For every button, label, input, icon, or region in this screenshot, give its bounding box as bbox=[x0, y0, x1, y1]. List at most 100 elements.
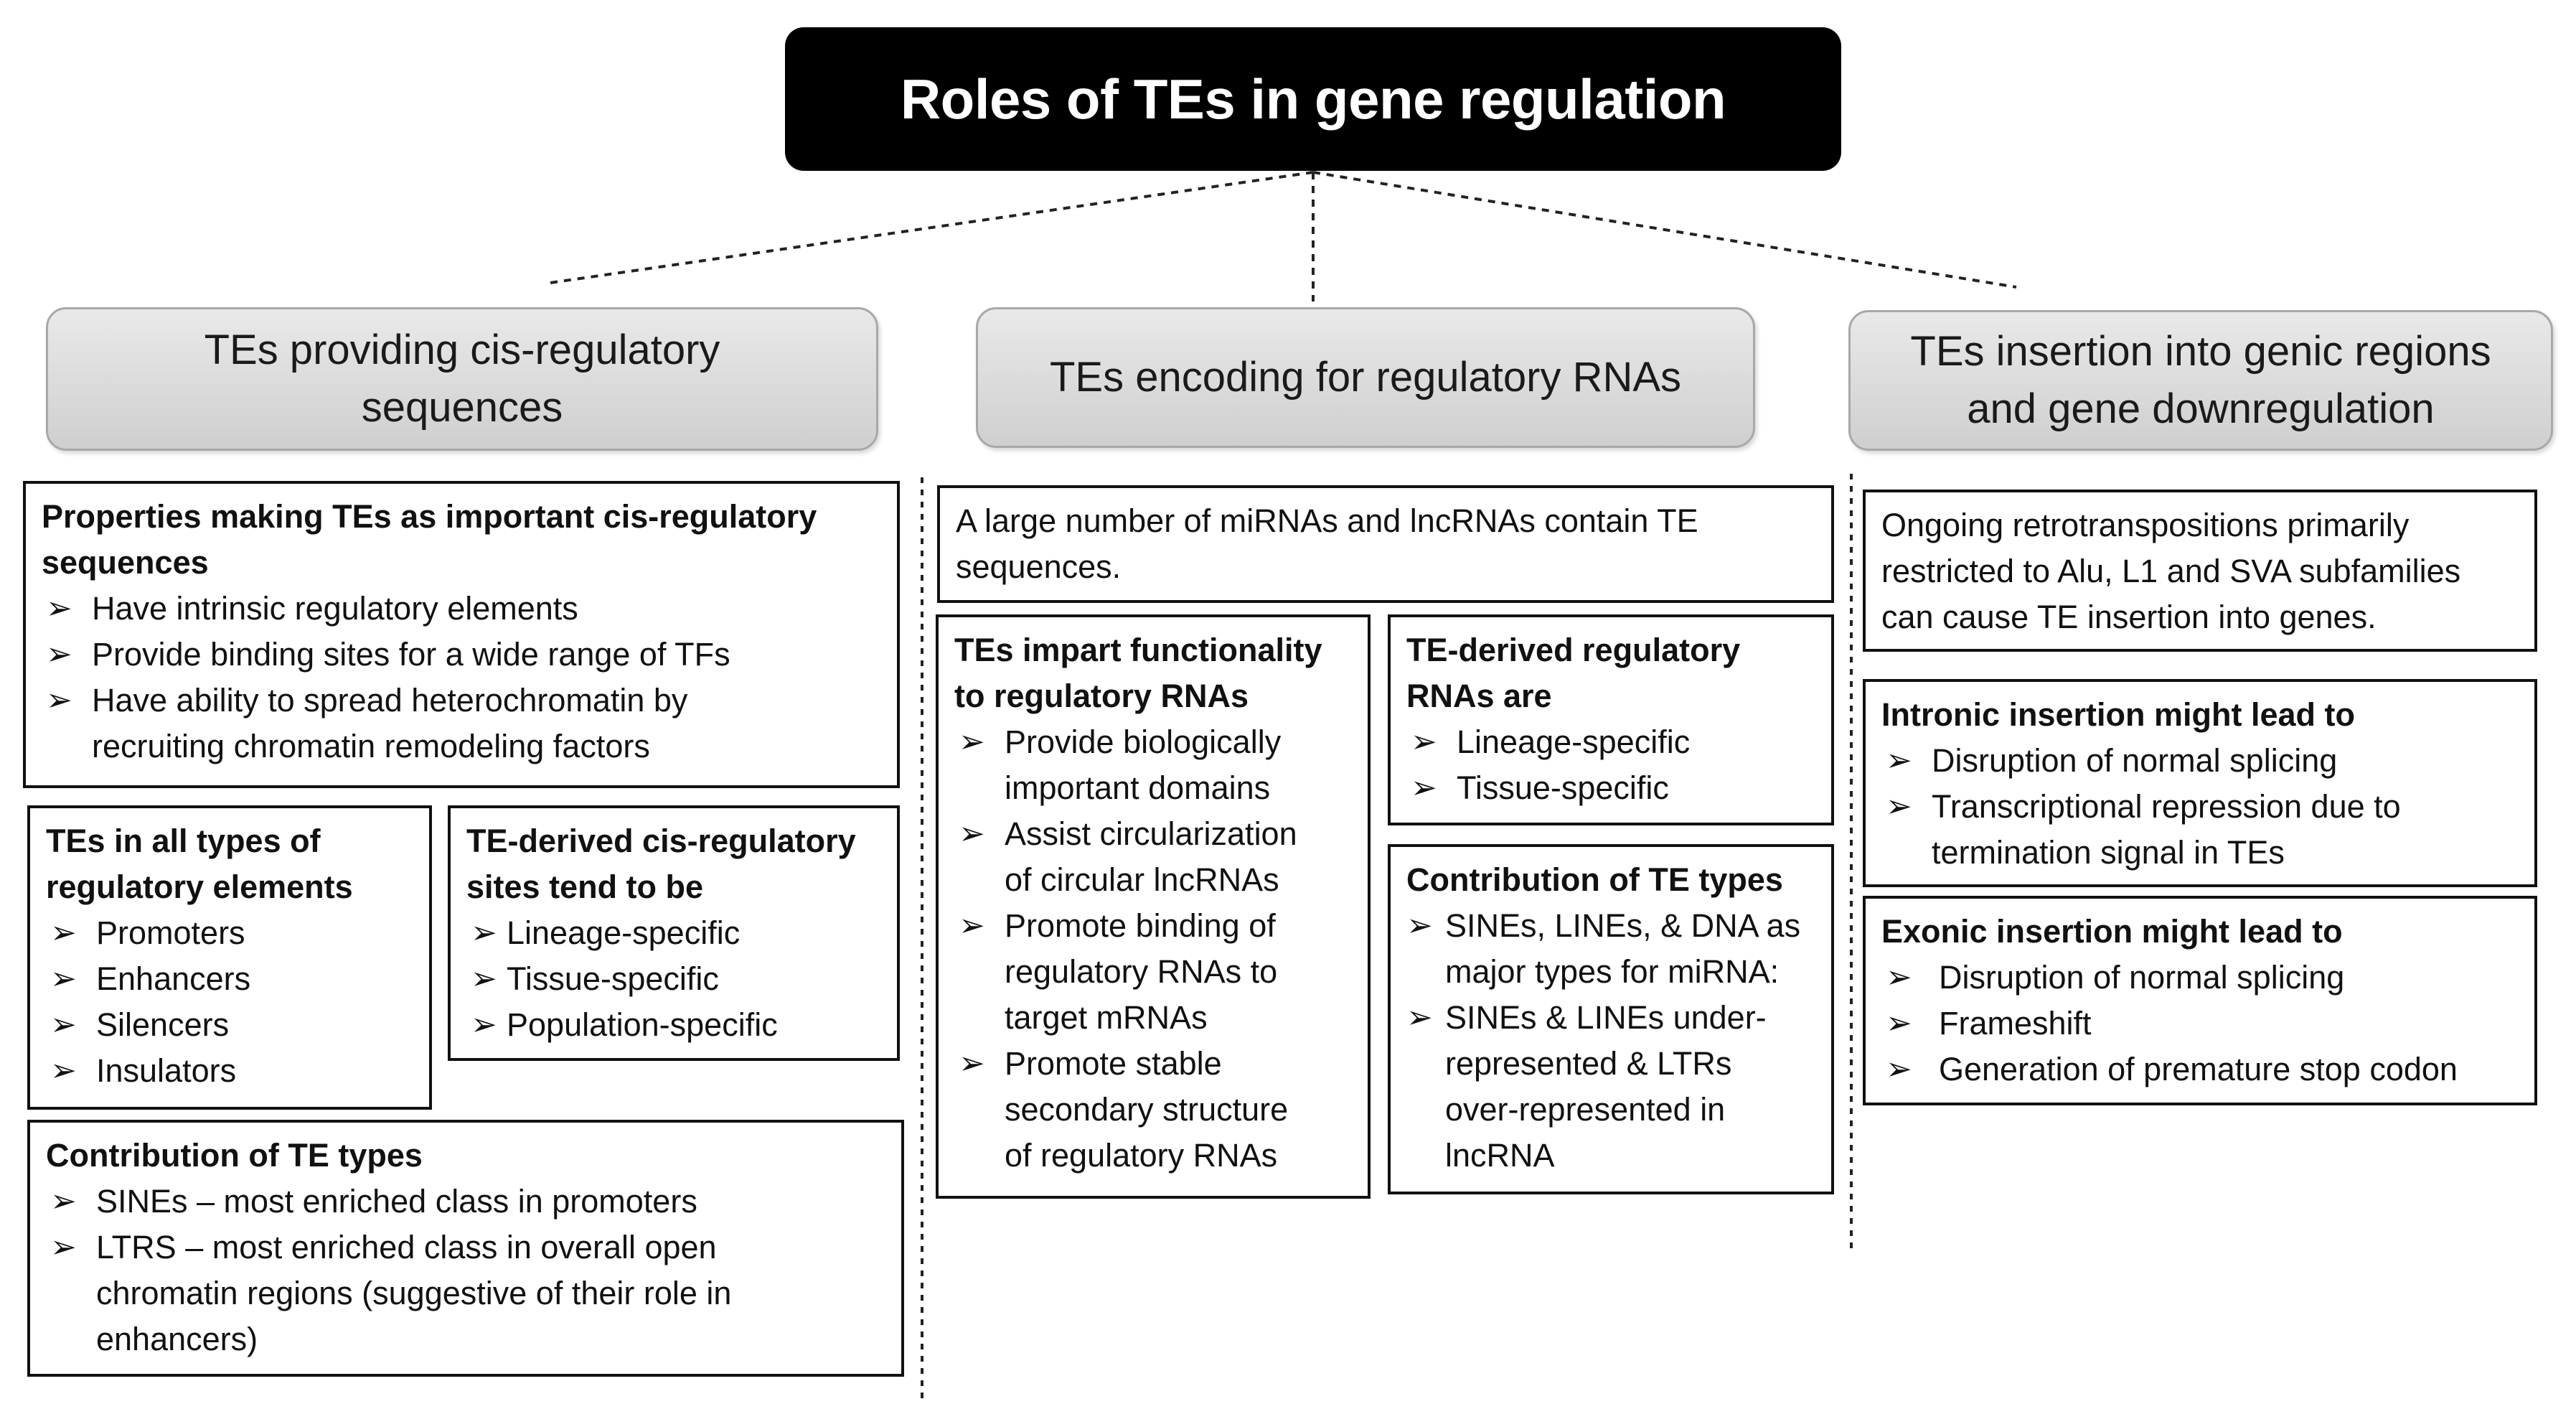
list-item-text: important domains bbox=[1005, 769, 1271, 806]
arrowhead-bullet-icon: ➢ bbox=[959, 724, 985, 759]
list-item-text: regulatory RNAs to bbox=[1005, 953, 1278, 990]
list-item-text: enhancers) bbox=[96, 1321, 258, 1357]
list-item-text: Enhancers bbox=[96, 960, 251, 997]
list-item-text: Promoters bbox=[96, 914, 245, 951]
list-item-text: Silencers bbox=[96, 1006, 230, 1043]
box-title-line: TE-derived cis-regulatory bbox=[466, 823, 856, 859]
box-text-line: Ongoing retrotranspositions primarily bbox=[1881, 507, 2410, 543]
connector-title-to-column-3 bbox=[1312, 171, 2017, 289]
list-item-text: represented & LTRs bbox=[1445, 1045, 1732, 1082]
list-item-text: Generation of premature stop codon bbox=[1939, 1051, 2458, 1087]
box-title-line: Contribution of TE types bbox=[46, 1137, 423, 1174]
arrowhead-bullet-icon: ➢ bbox=[1406, 908, 1433, 943]
arrowhead-bullet-icon: ➢ bbox=[1886, 743, 1912, 778]
list-item-text: LTRS – most enriched class in overall op… bbox=[96, 1229, 717, 1265]
arrowhead-bullet-icon: ➢ bbox=[471, 1007, 497, 1042]
arrowhead-bullet-icon: ➢ bbox=[50, 915, 77, 950]
column-1-header-line: sequences bbox=[361, 384, 563, 431]
list-item-text: Have intrinsic regulatory elements bbox=[92, 590, 578, 627]
list-item: ➢ LTRS – most enriched class in overall o… bbox=[46, 1225, 885, 1362]
box-title-line: TEs impart functionality bbox=[954, 632, 1322, 668]
arrowhead-bullet-icon: ➢ bbox=[50, 1007, 77, 1042]
list-item-text: recruiting chromatin remodeling factors bbox=[92, 728, 650, 764]
column-3-header: TEs insertion into genic regions and gen… bbox=[1848, 310, 2553, 451]
list-item: ➢Tissue-specific bbox=[466, 956, 881, 1002]
list-item-text: Lineage-specific bbox=[1457, 724, 1691, 760]
list-item-text: Provide binding sites for a wide range o… bbox=[92, 636, 730, 673]
connector-title-to-column-1 bbox=[545, 171, 1314, 285]
arrowhead-bullet-icon: ➢ bbox=[1406, 1000, 1433, 1035]
list-item-text: Disruption of normal splicing bbox=[1932, 742, 2338, 779]
list-item: ➢Tissue-specific bbox=[1406, 765, 1815, 811]
arrowhead-bullet-icon: ➢ bbox=[1886, 1052, 1912, 1087]
column-2-header: TEs encoding for regulatory RNAs bbox=[976, 307, 1755, 448]
list-item: ➢ Lineage-specific bbox=[1406, 719, 1815, 765]
diagram-title-text: Roles of TEs in gene regulation bbox=[900, 67, 1726, 131]
arrowhead-bullet-icon: ➢ bbox=[46, 591, 72, 626]
box-title-line: TE-derived regulatory bbox=[1406, 632, 1741, 668]
list-item-text: Insulators bbox=[96, 1052, 237, 1089]
exonic-insertion-box: Exonic insertion might lead to ➢Disrupti… bbox=[1863, 896, 2537, 1105]
list-item-text: of circular lncRNAs bbox=[1005, 861, 1279, 898]
arrowhead-bullet-icon: ➢ bbox=[471, 961, 497, 996]
regulatory-rnas-are-box: TE-derived regulatory RNAs are ➢ Lineage-… bbox=[1388, 614, 1834, 825]
box-title-line: regulatory elements bbox=[46, 869, 353, 905]
list-item: ➢ Have ability to spread heterochromatin … bbox=[42, 678, 881, 769]
list-item-text: Transcriptional repression due to bbox=[1932, 788, 2401, 825]
list-item-text: over-represented in bbox=[1445, 1091, 1726, 1128]
box-text-line: can cause TE insertion into genes. bbox=[1881, 599, 2377, 635]
list-item: ➢ Generation of premature stop codon bbox=[1881, 1047, 2519, 1092]
retrotransposition-box: Ongoing retrotranspositions primarily re… bbox=[1863, 490, 2537, 652]
arrowhead-bullet-icon: ➢ bbox=[1411, 724, 1437, 759]
cis-regulatory-sites-box: TE-derived cis-regulatory sites tend to … bbox=[448, 805, 900, 1061]
arrowhead-bullet-icon: ➢ bbox=[50, 1230, 77, 1265]
list-item-text: of regulatory RNAs bbox=[1005, 1137, 1278, 1174]
box-text-line: sequences. bbox=[956, 548, 1122, 585]
list-item: ➢Disruption of normal splicing bbox=[1881, 955, 2519, 1001]
arrowhead-bullet-icon: ➢ bbox=[1886, 1006, 1912, 1041]
intronic-insertion-box: Intronic insertion might lead to ➢Disrup… bbox=[1863, 679, 2537, 887]
list-item-text: Have ability to spread heterochromatin b… bbox=[92, 682, 688, 719]
contribution-te-types-box-2: Contribution of TE types ➢SINEs, LINEs, … bbox=[1388, 844, 1834, 1194]
list-item: ➢ Frameshift bbox=[1881, 1001, 2519, 1047]
arrowhead-bullet-icon: ➢ bbox=[959, 816, 985, 851]
box-title-line: RNAs are bbox=[1406, 678, 1552, 714]
box-text-line: restricted to Alu, L1 and SVA subfamilie… bbox=[1881, 553, 2461, 589]
arrowhead-bullet-icon: ➢ bbox=[471, 915, 497, 950]
box-title-line: Exonic insertion might lead to bbox=[1881, 913, 2343, 950]
list-item: ➢ Promoters bbox=[46, 910, 413, 956]
list-item-text: Lineage-specific bbox=[507, 914, 741, 951]
list-item-text: SINEs – most enriched class in promoters bbox=[96, 1183, 697, 1220]
box-text-line: A large number of miRNAs and lncRNAs con… bbox=[956, 502, 1698, 539]
list-item-text: Population-specific bbox=[507, 1006, 778, 1043]
list-item-text: SINEs, LINEs, & DNA as bbox=[1445, 907, 1801, 944]
list-item: ➢ SINEs, LINEs, & DNA as major types for m… bbox=[1406, 903, 1815, 995]
list-item: ➢ Disruption of normal splicing bbox=[1881, 738, 2519, 784]
list-item-text: chromatin regions (suggestive of their r… bbox=[96, 1275, 732, 1311]
list-item-text: target mRNAs bbox=[1005, 999, 1208, 1036]
box-title-line: TEs in all types of bbox=[46, 823, 321, 859]
list-item-text: Frameshift bbox=[1939, 1005, 2092, 1042]
te-regulatory-elements-box: TEs in all types of regulatory elements … bbox=[27, 805, 432, 1110]
list-item-text: major types for miRNA: bbox=[1445, 953, 1780, 990]
arrowhead-bullet-icon: ➢ bbox=[50, 1184, 77, 1219]
arrowhead-bullet-icon: ➢ bbox=[959, 908, 985, 943]
arrowhead-bullet-icon: ➢ bbox=[46, 683, 72, 718]
functionality-box: TEs impart functionality to regulatory R… bbox=[936, 614, 1371, 1199]
box-title-line: sequences bbox=[42, 544, 209, 581]
column-1-header: TEs providing cis-regulatory sequences bbox=[46, 307, 878, 451]
list-item-text: lncRNA bbox=[1445, 1137, 1555, 1174]
box-title-line: Properties making TEs as important cis-r… bbox=[42, 498, 817, 535]
list-item-text: Tissue-specific bbox=[1457, 769, 1669, 806]
arrowhead-bullet-icon: ➢ bbox=[50, 1053, 77, 1088]
list-item: ➢ Have intrinsic regulatory elements bbox=[42, 586, 881, 632]
list-item: ➢ Insulators bbox=[46, 1048, 413, 1094]
list-item-text: Disruption of normal splicing bbox=[1939, 959, 2345, 996]
list-item: ➢ SINEs – most enriched class in promoter… bbox=[46, 1179, 885, 1225]
column-1-header-line: TEs providing cis-regulatory bbox=[204, 327, 720, 373]
